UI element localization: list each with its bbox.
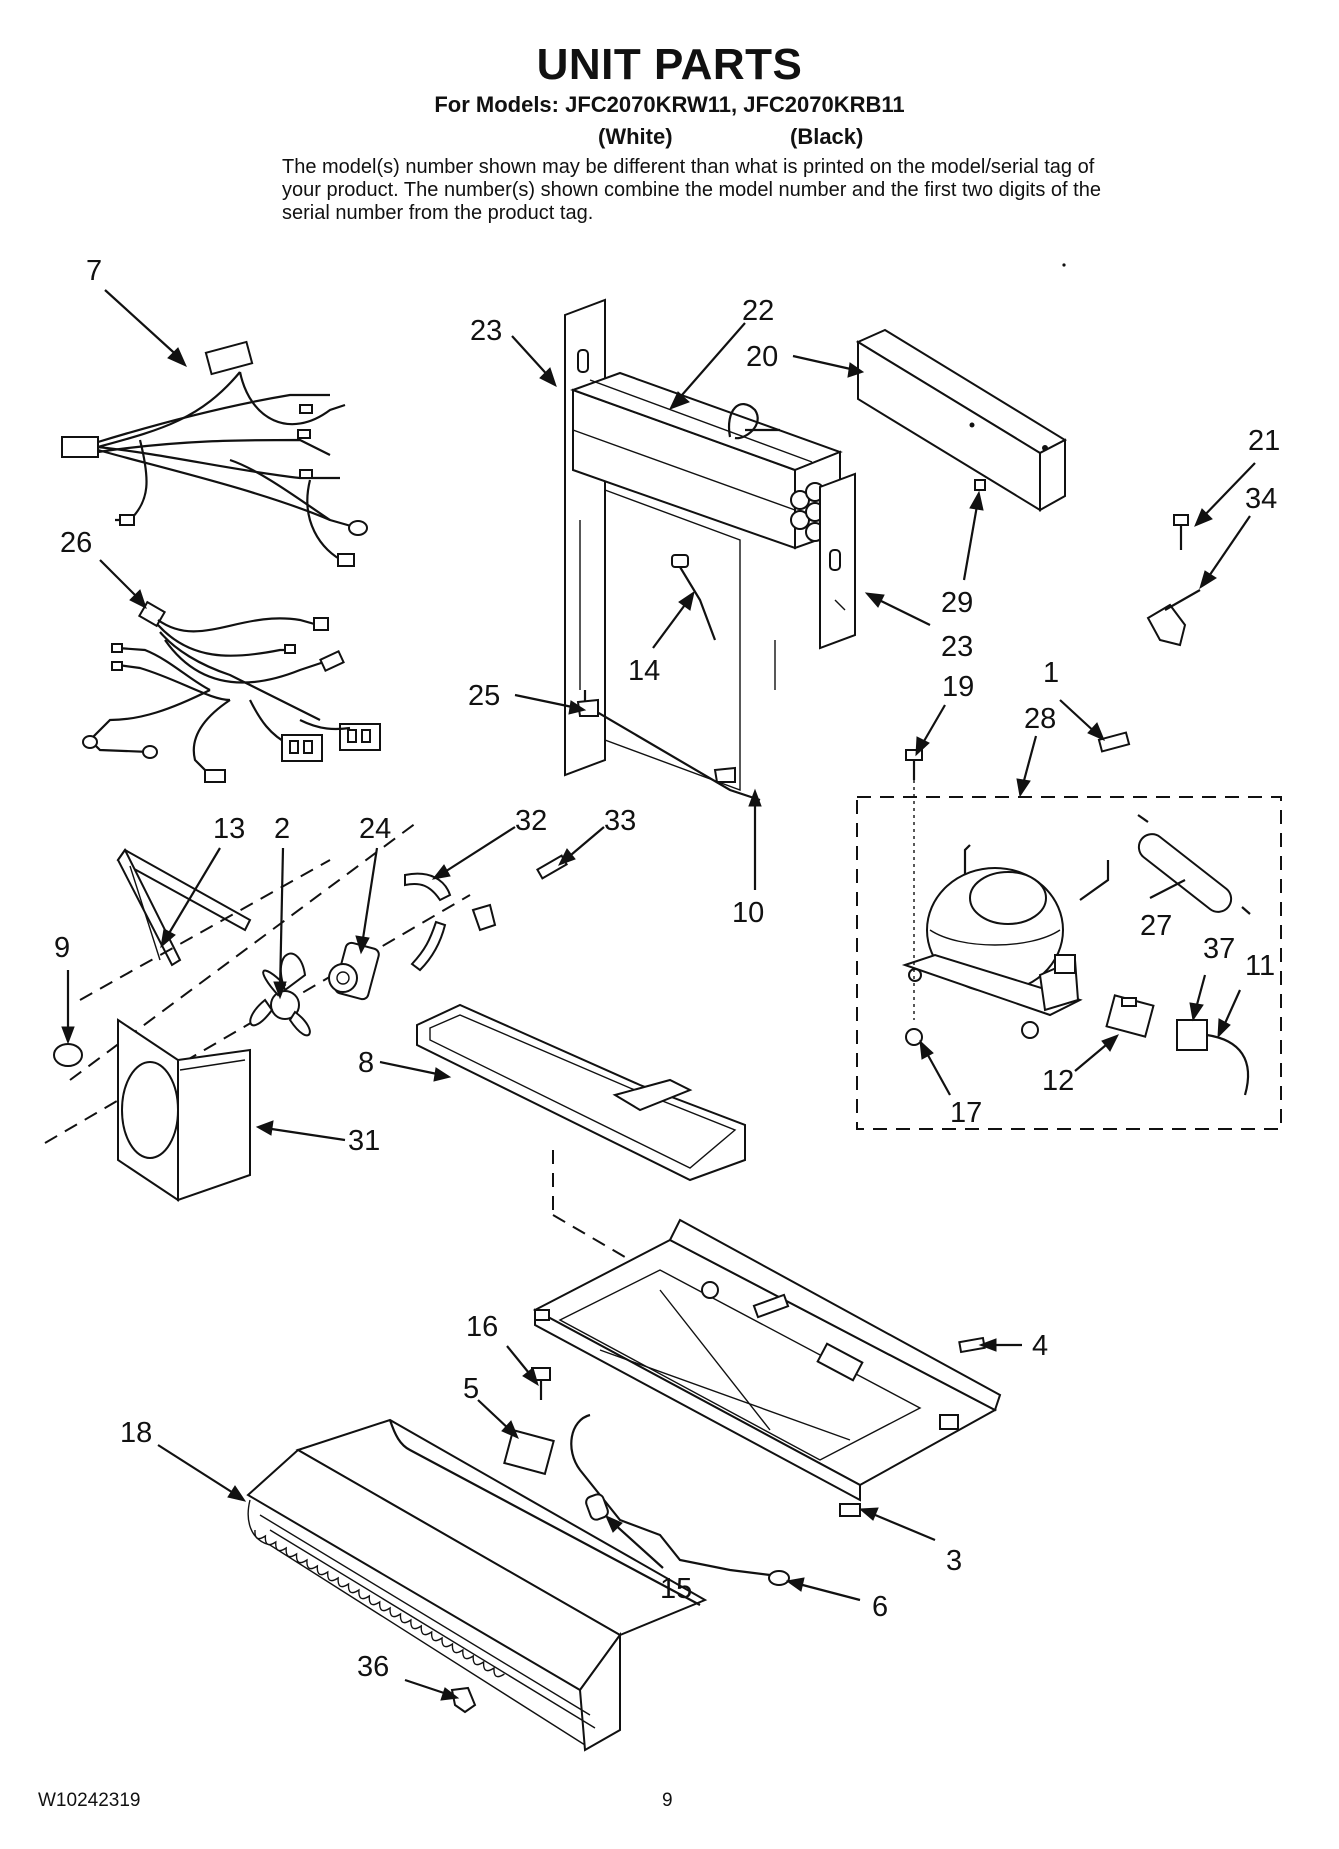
- wire-harness-26: [82, 600, 381, 783]
- callout-8: 8: [358, 1047, 374, 1079]
- callout-11: 11: [1245, 950, 1275, 982]
- callout-29: 29: [941, 587, 973, 619]
- callout-10: 10: [732, 897, 764, 929]
- callout-14: 14: [628, 655, 660, 687]
- callout-28: 28: [1024, 703, 1056, 735]
- leader-lines: [61, 289, 1256, 1701]
- callout-24: 24: [359, 813, 391, 845]
- callout-22: 22: [742, 295, 774, 327]
- callout-7: 7: [86, 255, 102, 287]
- callout-1: 1: [1043, 657, 1059, 689]
- page-title: UNIT PARTS: [536, 40, 803, 89]
- callout-2: 2: [274, 813, 290, 845]
- drain-pan-8: [416, 1003, 746, 1296]
- document-number: W10242319: [38, 1790, 141, 1811]
- cover-20: [855, 328, 1068, 512]
- callout-12: 12: [1042, 1065, 1074, 1097]
- callout-18: 18: [120, 1417, 152, 1449]
- callout-4: 4: [1032, 1330, 1048, 1362]
- condenser-assembly: [246, 1413, 790, 1752]
- callout-6: 6: [872, 1591, 888, 1623]
- wire-harness-7: [61, 340, 368, 567]
- callout-25: 25: [468, 680, 500, 712]
- variant-white: (White): [598, 124, 673, 149]
- callout-26: 26: [60, 527, 92, 559]
- callout-32: 32: [515, 805, 547, 837]
- callout-21: 21: [1248, 425, 1280, 457]
- variant-black: (Black): [790, 124, 864, 149]
- callout-31: 31: [348, 1125, 380, 1157]
- callout-19: 19: [942, 671, 974, 703]
- callout-17: 17: [950, 1097, 982, 1129]
- bracket-34: [1146, 589, 1201, 647]
- screw-21: [1173, 514, 1189, 550]
- models-line: For Models: JFC2070KRW11, JFC2070KRB11: [434, 92, 905, 117]
- callout-36: 36: [357, 1651, 389, 1683]
- callout-5: 5: [463, 1373, 479, 1405]
- callout-33: 33: [604, 805, 636, 837]
- callout-16: 16: [466, 1311, 498, 1343]
- callout-13: 13: [213, 813, 245, 845]
- callout-3: 3: [946, 1545, 962, 1577]
- base-plate: [531, 1218, 1002, 1517]
- callout-9: 9: [54, 932, 70, 964]
- callout-23b: 23: [941, 631, 973, 663]
- fan-assembly: [44, 819, 568, 1202]
- callout-labels: 7 26 23 22 20 21 34 29 23 14 25 19 1 28 …: [54, 255, 1280, 1683]
- callout-15: 15: [660, 1573, 692, 1605]
- model-note: The model(s) number shown may be differe…: [282, 156, 1101, 224]
- callout-37: 37: [1203, 933, 1235, 965]
- callout-20: 20: [746, 341, 778, 373]
- stray-dot: [1062, 263, 1066, 267]
- callout-27: 27: [1140, 910, 1172, 942]
- evaporator-assembly: [564, 298, 856, 802]
- callout-23: 23: [470, 315, 502, 347]
- page-number: 9: [662, 1790, 673, 1811]
- callout-34: 34: [1245, 483, 1277, 515]
